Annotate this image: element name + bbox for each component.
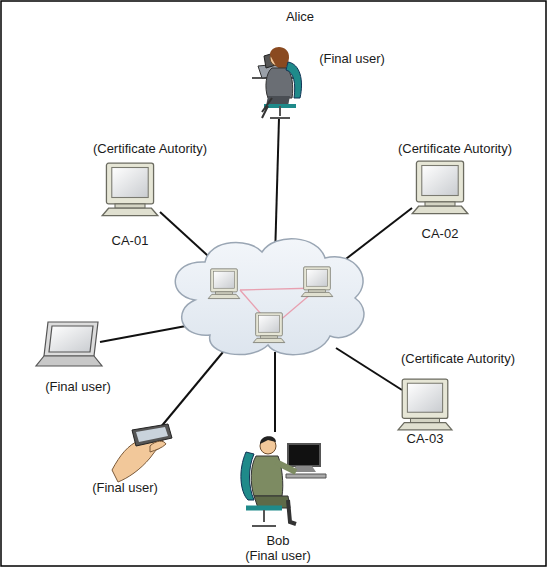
network-party: (Certificate Autority) CA-02 — [370, 138, 542, 243]
role-label: (Certificate Autority) — [398, 141, 512, 156]
person-name: Alice — [286, 9, 314, 24]
ca-name: CA-01 — [112, 233, 149, 248]
role-label: (Final user) — [45, 379, 111, 394]
ca-name: CA-02 — [422, 226, 459, 241]
person-name: Bob — [266, 533, 289, 548]
network-party: Bob(Final user) — [220, 425, 336, 563]
network-party: (Final user) — [20, 318, 136, 396]
network-party: (Certificate Autority) CA-01 — [60, 138, 240, 250]
network-party: (Certificate Autority) CA-03 — [370, 348, 542, 448]
role-label: (Certificate Autority) — [401, 351, 515, 366]
role-label: (Final user) — [245, 548, 311, 563]
ca-name: CA-03 — [407, 431, 444, 446]
role-label: (Final user) — [92, 480, 158, 495]
role-label: (Certificate Autority) — [93, 141, 207, 156]
network-party: (Final user) — [70, 405, 190, 497]
network-party: Alice (Final user) — [230, 4, 390, 129]
role-label: (Final user) — [319, 51, 385, 66]
